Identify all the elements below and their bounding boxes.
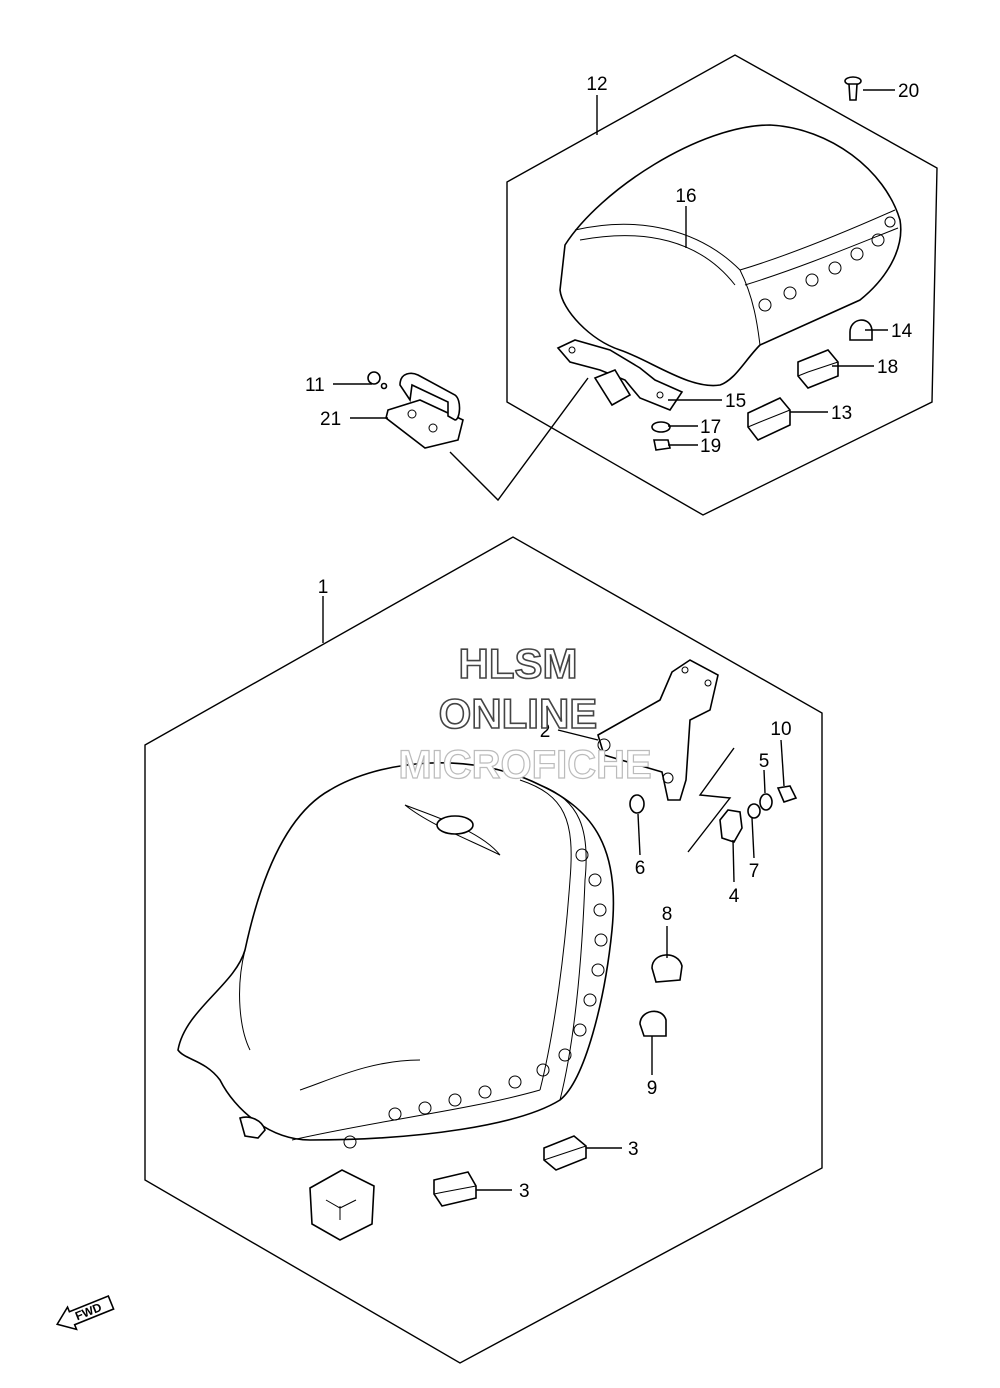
- cushion-block-3b: [433, 1171, 477, 1207]
- rubber-cap-14: [849, 319, 873, 341]
- callout-21: 21: [320, 409, 341, 430]
- callout-6: 6: [635, 858, 646, 879]
- nut-19: [653, 439, 671, 451]
- callout-3a: 3: [628, 1139, 639, 1160]
- assembly-relation-line: [449, 377, 589, 502]
- front-seat-bracket: [597, 659, 719, 801]
- callout-14: 14: [891, 321, 913, 342]
- rear-seat-frame: [506, 54, 938, 516]
- callout-3b: 3: [519, 1181, 530, 1202]
- callout-8: 8: [662, 904, 673, 925]
- collar-7: [747, 803, 761, 819]
- watermark-line2: ONLINE: [439, 690, 598, 737]
- washer-6: [629, 794, 645, 814]
- grab-handle-bracket-21: [385, 372, 464, 449]
- callout-1: 1: [318, 577, 329, 598]
- callout-17: 17: [700, 417, 721, 438]
- rear-seat-bracket: [556, 339, 684, 411]
- callout-11: 11: [305, 375, 325, 396]
- rear-seat-cushion: [559, 124, 902, 387]
- latch-4: [719, 809, 743, 843]
- callout-2: 2: [540, 721, 551, 742]
- watermark-line3: MICROFICHE: [398, 743, 651, 787]
- front-seat-frame: [144, 536, 823, 1364]
- callout-12: 12: [586, 74, 607, 95]
- callout-10: 10: [770, 719, 791, 740]
- callout-4: 4: [729, 886, 740, 907]
- callout-18: 18: [877, 357, 898, 378]
- fwd-arrow-icon: FWD: [55, 1294, 115, 1331]
- screw-20: [844, 76, 862, 101]
- cushion-block-3a: [543, 1135, 587, 1171]
- watermark-line1: HLSM: [459, 640, 578, 687]
- washer-17: [651, 421, 671, 433]
- cushion-9: [639, 1010, 667, 1037]
- front-seat-cushion: [177, 762, 615, 1149]
- cushion-block-18: [797, 349, 839, 389]
- callout-7: 7: [749, 861, 760, 882]
- callout-13: 13: [831, 403, 852, 424]
- callout-20: 20: [898, 81, 919, 102]
- cushion-block-13: [747, 397, 791, 441]
- seat-emblem-icon: [404, 804, 501, 856]
- washer-5: [759, 793, 773, 811]
- cushion-8: [651, 954, 683, 983]
- callout-15: 15: [725, 391, 746, 412]
- assembly-relation-line-2: [687, 747, 735, 853]
- callout-5: 5: [759, 751, 770, 772]
- storage-box: [309, 1169, 375, 1241]
- callout-9: 9: [647, 1078, 658, 1099]
- bolt-11: [367, 371, 388, 390]
- leader-lines: [322, 89, 895, 1191]
- nut-10: [776, 785, 798, 803]
- callout-16: 16: [675, 186, 696, 207]
- callout-19: 19: [700, 436, 721, 457]
